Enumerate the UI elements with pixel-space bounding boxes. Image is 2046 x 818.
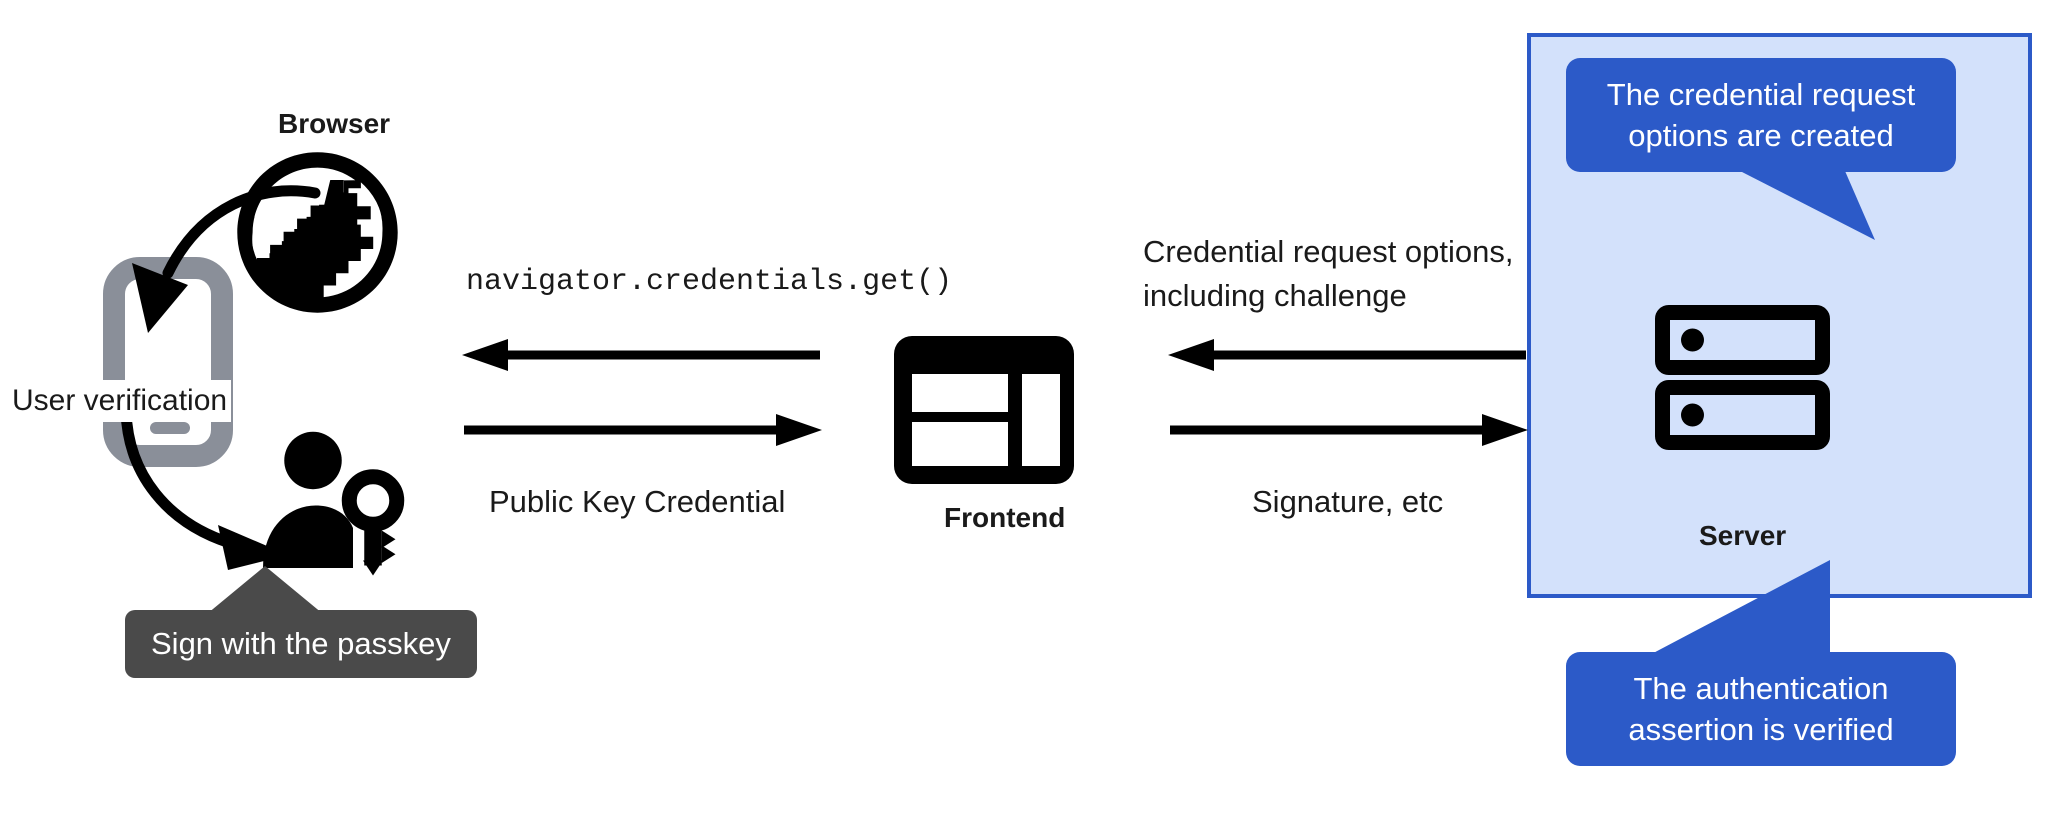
user-verification-label: User verification bbox=[8, 380, 232, 423]
signature-etc-label: Signature, etc bbox=[1252, 484, 1444, 519]
bottom-callout-bubble: The authentication assertion is verified bbox=[1566, 652, 1956, 767]
navigator-get-label: navigator.credentials.get() bbox=[466, 265, 953, 299]
passkey-tooltip: Sign with the passkey bbox=[125, 610, 477, 678]
browser-icon bbox=[230, 145, 405, 320]
arrow-frontend-to-server bbox=[1170, 414, 1528, 446]
bottom-callout-line1: The authentication bbox=[1633, 671, 1889, 706]
arrow-browser-to-frontend bbox=[464, 414, 822, 446]
server-label: Server bbox=[1699, 520, 1787, 551]
person-with-key-icon bbox=[258, 428, 418, 578]
browser-label: Browser bbox=[278, 108, 391, 139]
frontend-label: Frontend bbox=[944, 502, 1066, 533]
credential-request-options-label-line1: Credential request options, bbox=[1143, 234, 1514, 269]
public-key-credential-label: Public Key Credential bbox=[489, 484, 786, 519]
credential-request-options-label-line2: including challenge bbox=[1143, 278, 1407, 313]
frontend-icon bbox=[888, 330, 1080, 490]
arrow-browser-to-phone bbox=[132, 185, 321, 333]
top-callout-line1: The credential request bbox=[1606, 77, 1916, 112]
top-callout-bubble: The credential request options are creat… bbox=[1566, 58, 1956, 173]
server-icon bbox=[1655, 305, 1830, 450]
arrow-server-to-frontend bbox=[1168, 339, 1526, 371]
arrow-frontend-to-browser bbox=[462, 339, 820, 371]
bottom-callout-line2: assertion is verified bbox=[1628, 712, 1894, 748]
bottom-callout-tail bbox=[1640, 560, 1830, 660]
top-callout-line2: options are created bbox=[1628, 118, 1894, 154]
